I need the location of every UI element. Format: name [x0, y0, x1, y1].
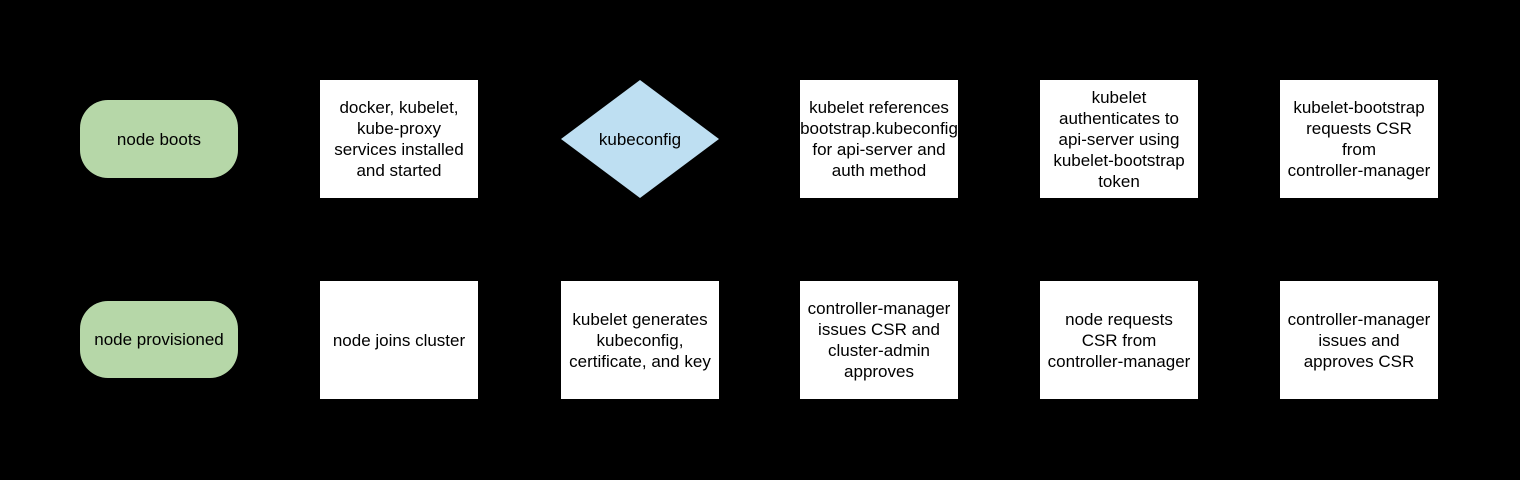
node-label: kubelet-bootstrap requests CSR from cont…: [1287, 98, 1431, 180]
terminator-node-provisioned: node provisioned: [80, 301, 238, 378]
process-services-installed: docker, kubelet, kube-proxy services ins…: [320, 80, 478, 198]
node-label: node provisioned: [94, 330, 224, 349]
decision-kubeconfig: kubeconfig: [561, 80, 719, 198]
node-label: node requests CSR from controller-manage…: [1047, 309, 1191, 371]
process-kubelet-references-bootstrap-kubeconfig: kubelet references bootstrap.kubeconfig …: [800, 80, 958, 198]
node-label: kubeconfig: [598, 129, 682, 149]
node-label: controller-manager issues CSR and cluste…: [807, 299, 951, 381]
terminator-node-boots: node boots: [80, 100, 238, 178]
process-kubelet-authenticates: kubelet authenticates to api-server usin…: [1040, 80, 1198, 198]
node-label: kubelet generates kubeconfig, certificat…: [569, 309, 711, 371]
node-label: kubelet references bootstrap.kubeconfig …: [800, 98, 958, 180]
node-label: docker, kubelet, kube-proxy services ins…: [334, 98, 464, 180]
process-kubelet-generates: kubelet generates kubeconfig, certificat…: [561, 281, 719, 399]
process-controller-manager-issues-csr-admin-approves: controller-manager issues CSR and cluste…: [800, 281, 958, 399]
process-node-joins-cluster: node joins cluster: [320, 281, 478, 399]
node-label: controller-manager issues and approves C…: [1287, 309, 1431, 371]
node-label: kubelet authenticates to api-server usin…: [1053, 87, 1185, 191]
process-controller-manager-issues-approves-csr: controller-manager issues and approves C…: [1280, 281, 1438, 399]
process-node-requests-csr: node requests CSR from controller-manage…: [1040, 281, 1198, 399]
node-label: node boots: [116, 129, 202, 149]
node-label: node joins cluster: [332, 330, 466, 350]
process-kubelet-bootstrap-requests-csr: kubelet-bootstrap requests CSR from cont…: [1280, 80, 1438, 198]
